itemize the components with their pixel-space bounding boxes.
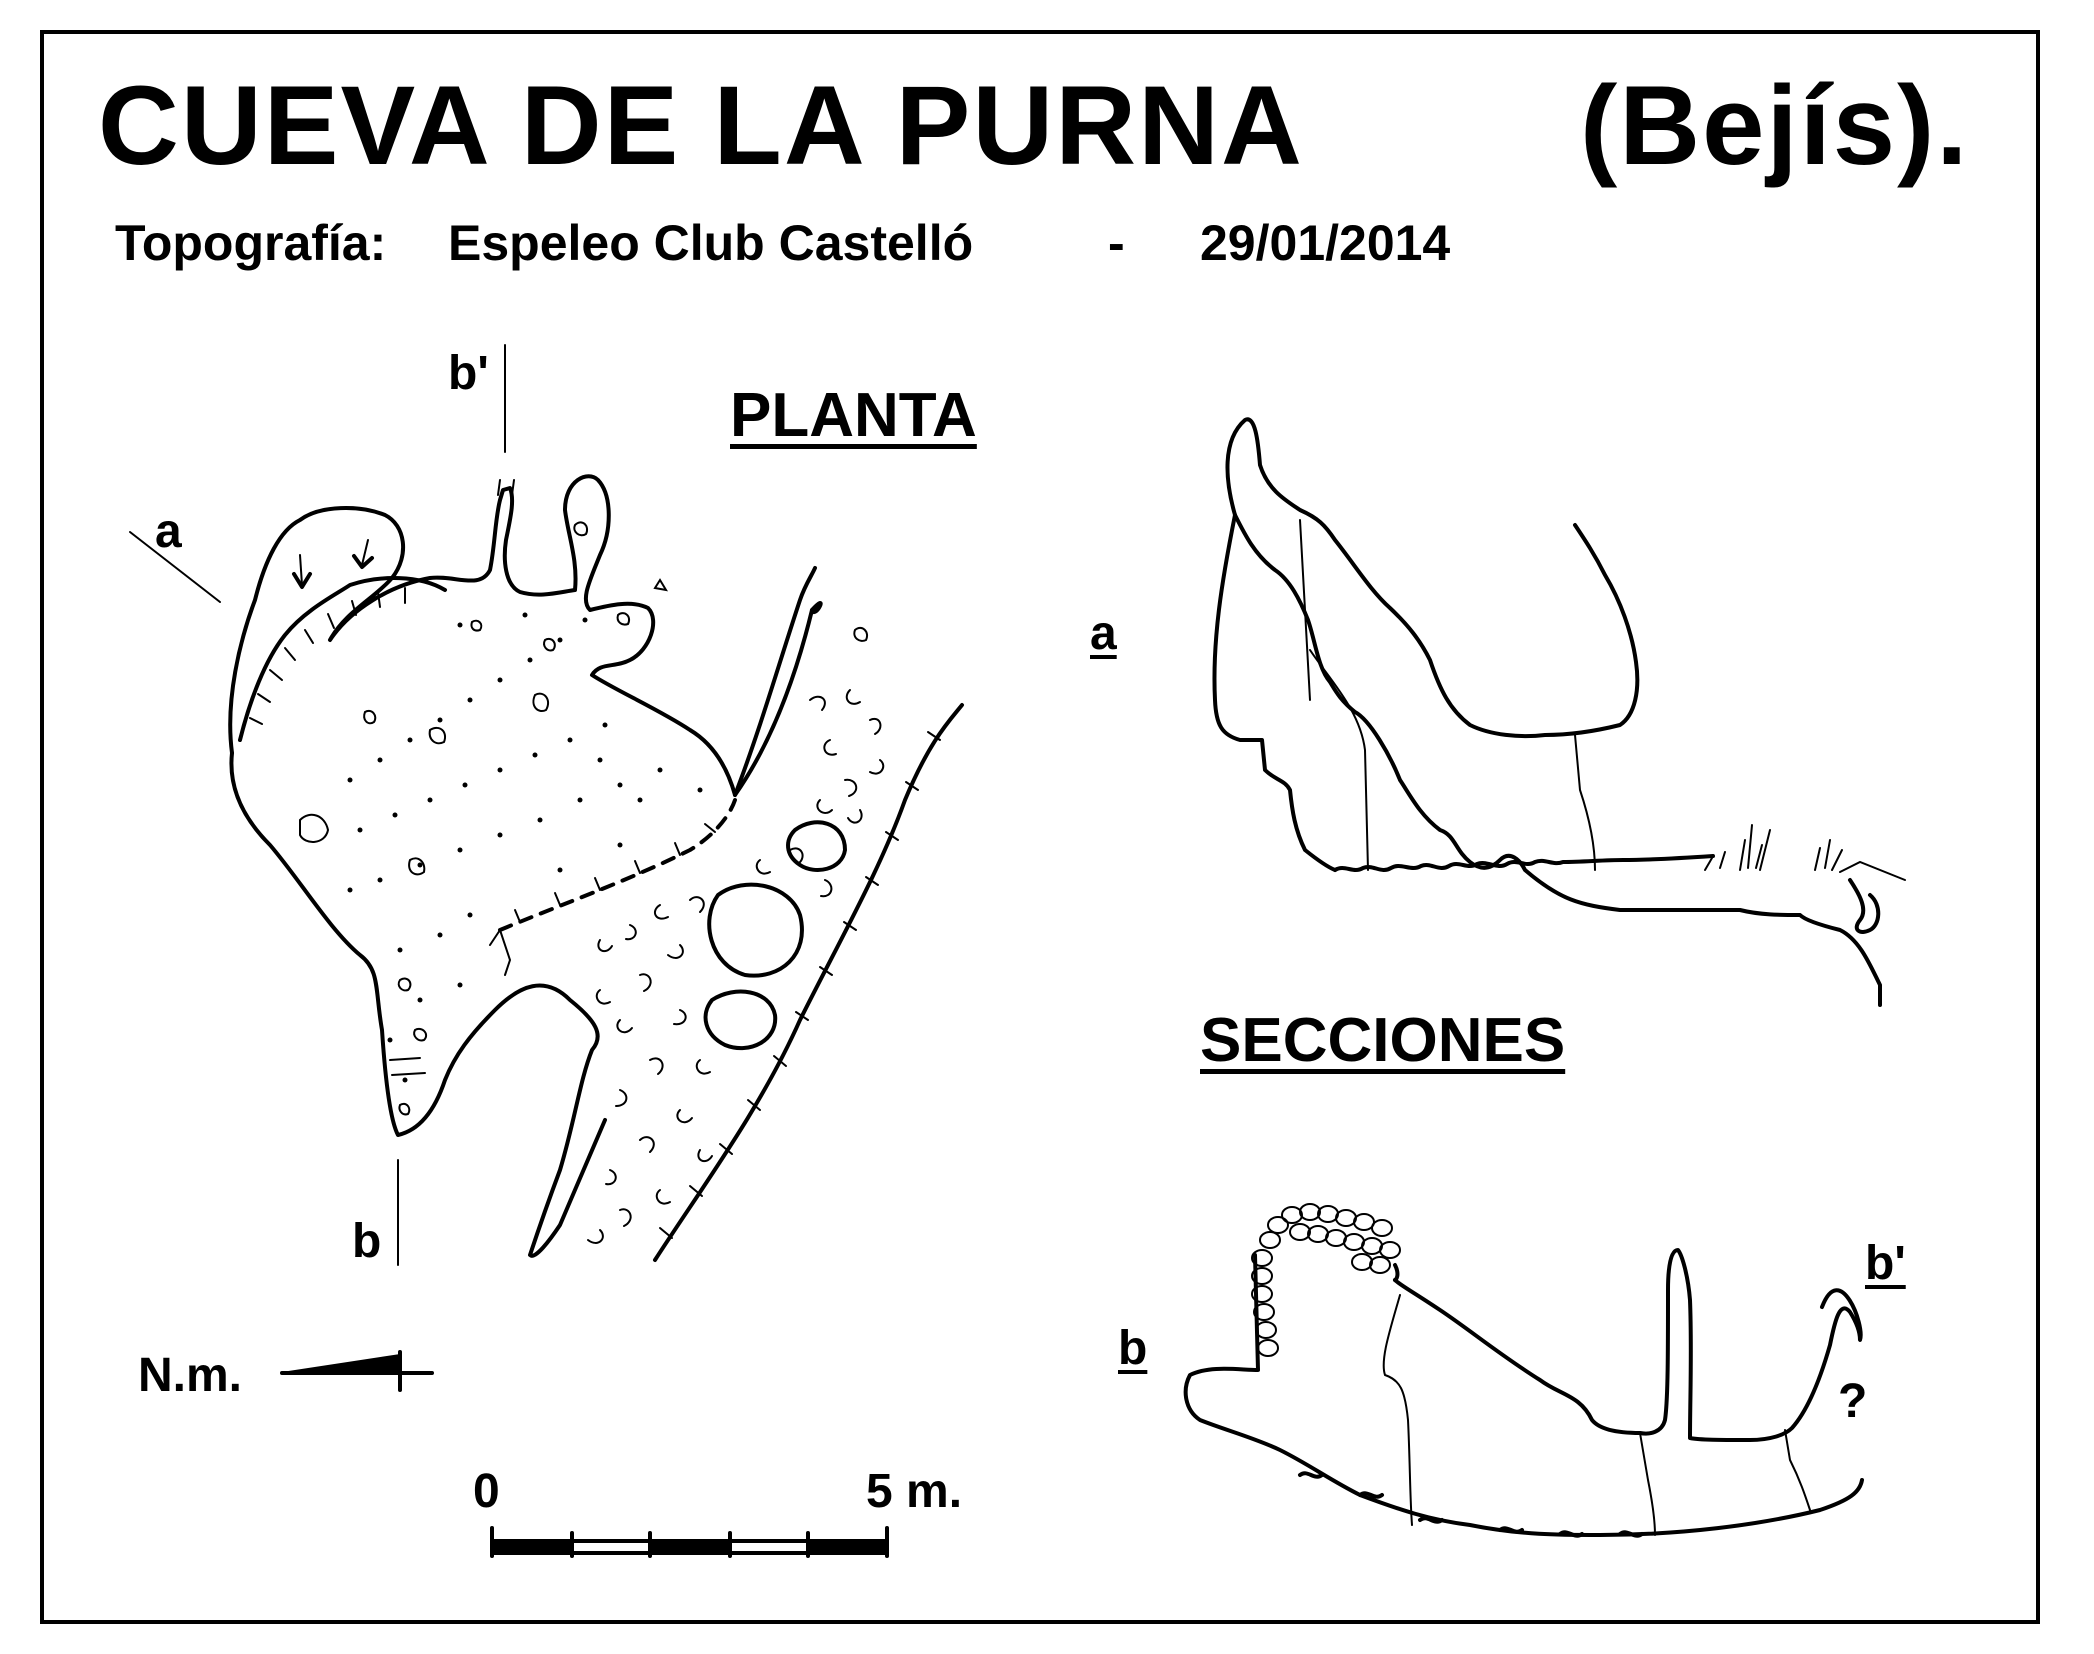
section-a [1212,417,1906,1007]
section-b-crack-1 [1382,1294,1413,1526]
plan-cave-outline [228,474,823,797]
plan-slope-arrows [292,539,374,589]
section-line-a [129,531,221,603]
plan-boulders [703,626,868,1051]
section-a-rock [1848,878,1881,934]
section-a-crack-2 [1309,649,1369,871]
sections-heading: SECCIONES [1200,1006,1566,1075]
north-arrow [280,1350,434,1392]
section-a-crack-3 [1574,734,1596,871]
section-question-mark: ? [1838,1375,1868,1428]
scale-end-label: 5 m. [866,1465,963,1518]
section-b-floor-pebbles [1298,1471,1644,1538]
section-a-floor [1333,854,1715,872]
plan-label-b: b [352,1215,382,1268]
plan-inner-gallery [238,576,447,742]
survey-author: Espeleo Club Castelló [448,215,974,271]
section-b-crack-3 [1784,1429,1811,1511]
plan-scree-ticks [659,731,941,1239]
section-label-b-prime: b' [1865,1237,1906,1290]
north-label: N.m. [138,1349,243,1402]
plan-heading: PLANTA [730,381,977,450]
plan-label-b-prime: b' [448,347,489,400]
section-a-left-wall [1212,513,1337,872]
section-b [1183,1203,1864,1538]
plan-lower-outline [229,751,607,1258]
section-label-b: b [1118,1322,1148,1375]
section-a-outline [1225,417,1882,1007]
survey-label: Topografía: [115,215,387,271]
plan-step-ticks [514,823,716,923]
section-label-a: a [1090,607,1117,660]
plan-lower-marks [389,1057,426,1076]
scale-start-label: 0 [473,1465,500,1518]
cave-location: (Bejís). [1580,63,1970,188]
section-b-crack-2 [1639,1432,1656,1536]
plan-floor-dots [347,612,703,1083]
plan-step-end [489,929,512,976]
plan-scree-pebbles [587,689,885,1244]
section-b-masonry [1251,1203,1401,1357]
section-b-masonry-end [1393,1263,1400,1282]
survey-date: 29/01/2014 [1200,215,1451,271]
section-b-wall [1183,1253,1864,1537]
plan-small-blocks [299,521,668,1116]
section-a-vegetation [1704,824,1906,881]
scale-bar [490,1526,889,1558]
plan-floor-step [498,798,737,932]
map-frame [40,30,2040,1624]
cave-title: CUEVA DE LA PURNA [98,63,1304,188]
plan-drop-ticks [249,587,406,725]
plan-scree-edge [653,703,964,1262]
plan-view [129,344,964,1392]
plan-entrance-marks [497,479,515,496]
plan-label-a: a [155,505,182,558]
survey-separator: - [1108,215,1125,271]
section-a-crack-1 [1299,519,1311,701]
section-b-outline [1393,1248,1863,1442]
plan-entrance-edge [733,566,817,797]
